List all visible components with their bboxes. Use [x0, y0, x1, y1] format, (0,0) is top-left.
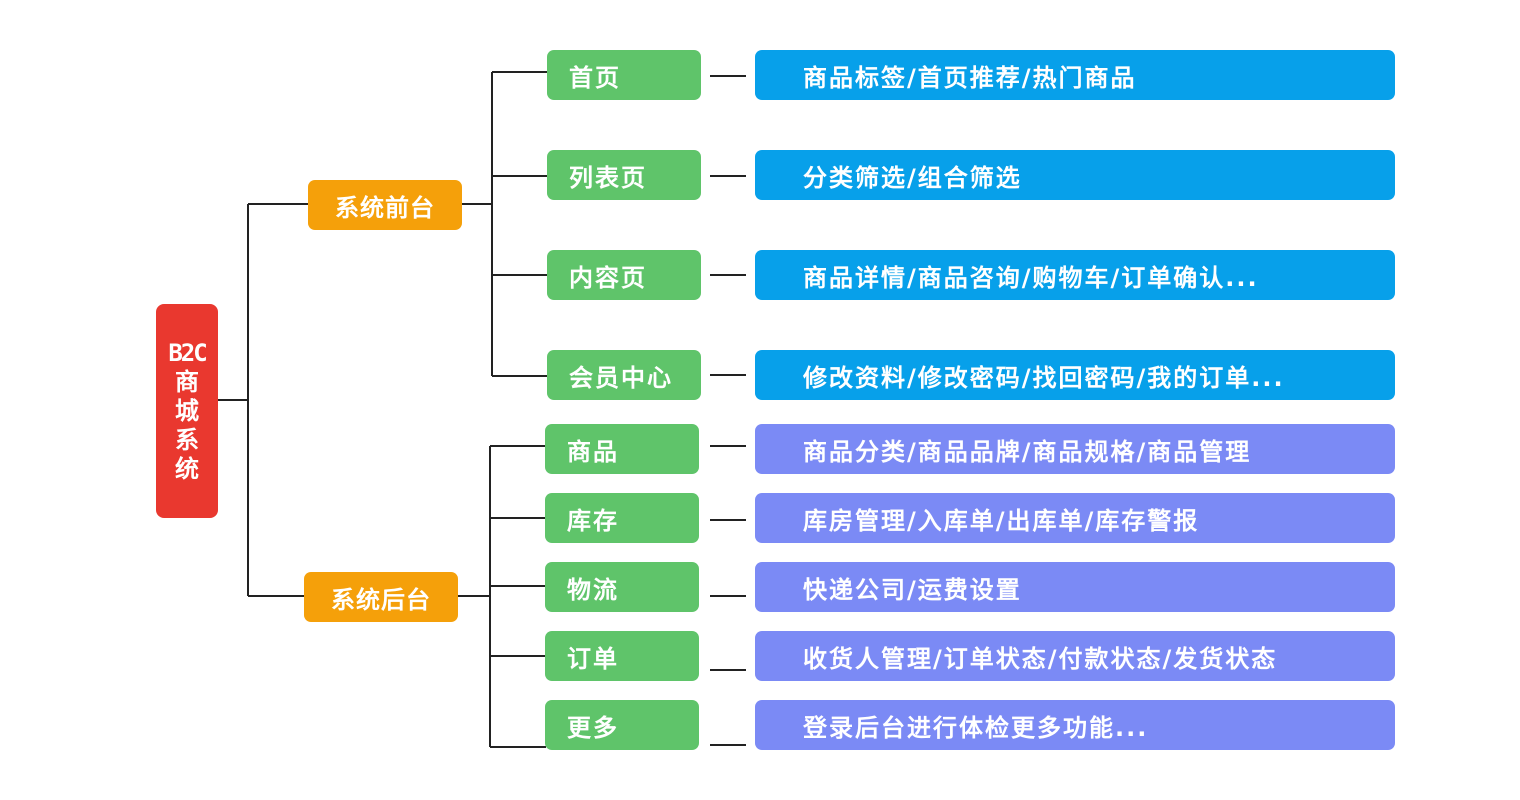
leaf-back-order: 订单	[545, 631, 699, 681]
root-node: B2C 商 城 系 统	[156, 304, 218, 518]
branch-front-node: 系统前台	[308, 180, 462, 230]
root-char-3: 系	[175, 425, 199, 454]
leaf-front-member: 会员中心	[547, 350, 701, 400]
root-char-4: 统	[175, 454, 199, 483]
detail-front-content: 商品详情/商品咨询/购物车/订单确认...	[755, 250, 1395, 300]
detail-front-list: 分类筛选/组合筛选	[755, 150, 1395, 200]
leaf-front-list: 列表页	[547, 150, 701, 200]
leaf-front-content: 内容页	[547, 250, 701, 300]
leaf-back-more: 更多	[545, 700, 699, 750]
detail-back-order: 收货人管理/订单状态/付款状态/发货状态	[755, 631, 1395, 681]
detail-back-more: 登录后台进行体检更多功能...	[755, 700, 1395, 750]
detail-front-home: 商品标签/首页推荐/热门商品	[755, 50, 1395, 100]
branch-back-node: 系统后台	[304, 572, 458, 622]
detail-back-product: 商品分类/商品品牌/商品规格/商品管理	[755, 424, 1395, 474]
leaf-back-product: 商品	[545, 424, 699, 474]
root-latin: B2C	[168, 338, 207, 367]
root-char-2: 城	[175, 396, 199, 425]
leaf-back-inventory: 库存	[545, 493, 699, 543]
detail-front-member: 修改资料/修改密码/找回密码/我的订单...	[755, 350, 1395, 400]
leaf-front-home: 首页	[547, 50, 701, 100]
detail-back-logistics: 快递公司/运费设置	[755, 562, 1395, 612]
leaf-back-logistics: 物流	[545, 562, 699, 612]
detail-back-inventory: 库房管理/入库单/出库单/库存警报	[755, 493, 1395, 543]
root-char-1: 商	[175, 367, 199, 396]
